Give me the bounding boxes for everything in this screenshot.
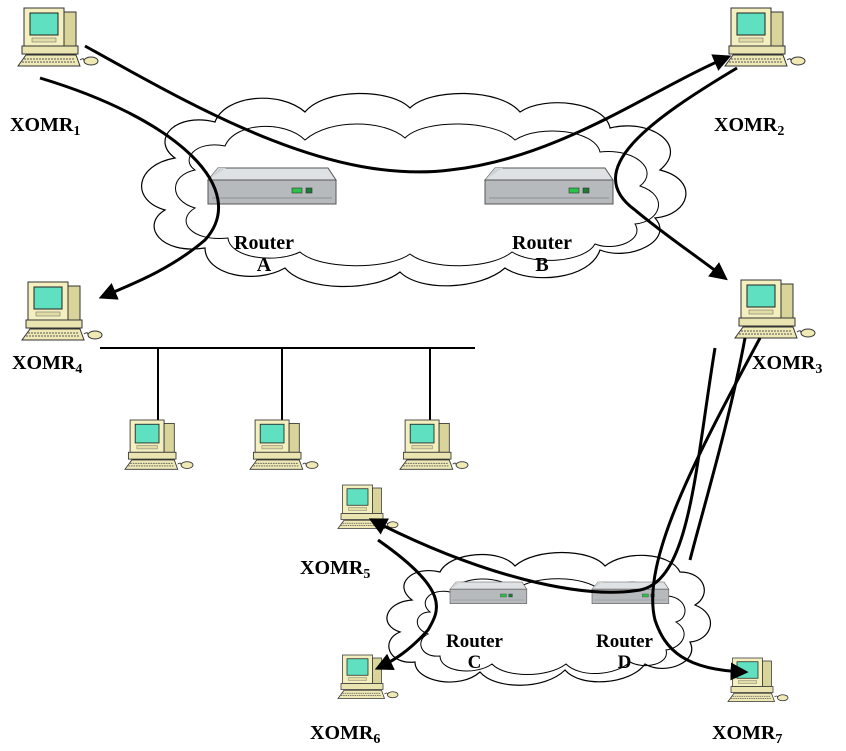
computer-xomr5-icon xyxy=(337,484,399,529)
computer-xomr2-icon xyxy=(724,7,806,67)
path-xomr3-to-xomr7 xyxy=(651,337,762,681)
lan-computer-3-icon xyxy=(399,419,469,470)
label-xomr5: XOMR5 xyxy=(300,557,371,582)
computer-xomr3-icon xyxy=(734,279,816,339)
lan-bus xyxy=(100,347,475,420)
lower-cloud xyxy=(386,552,712,686)
label-xomr1: XOMR1 xyxy=(10,114,81,139)
router-b-icon xyxy=(484,167,614,205)
path-xomr5-to-xomr6 xyxy=(374,538,438,671)
router-c-icon xyxy=(449,581,528,604)
label-xomr2: XOMR2 xyxy=(714,114,785,139)
computer-xomr7-icon xyxy=(727,657,789,702)
computer-xomr4-icon xyxy=(21,281,103,341)
label-xomr4: XOMR4 xyxy=(12,352,83,377)
path-xomr2-to-xomr3 xyxy=(614,66,738,281)
label-xomr3: XOMR3 xyxy=(752,352,823,377)
label-xomr6: XOMR6 xyxy=(310,722,381,747)
lan-computer-2-icon xyxy=(249,419,319,470)
label-xomr7: XOMR7 xyxy=(712,722,783,747)
lan-computer-1-icon xyxy=(124,419,194,470)
path-xomr1-to-xomr4 xyxy=(39,76,220,300)
router-a-icon xyxy=(207,167,337,205)
path-xomr3-trunk xyxy=(688,337,747,561)
computer-xomr1-icon xyxy=(17,7,99,67)
path-xomr1-to-xomr2 xyxy=(84,44,732,174)
multicast-paths xyxy=(39,44,762,681)
